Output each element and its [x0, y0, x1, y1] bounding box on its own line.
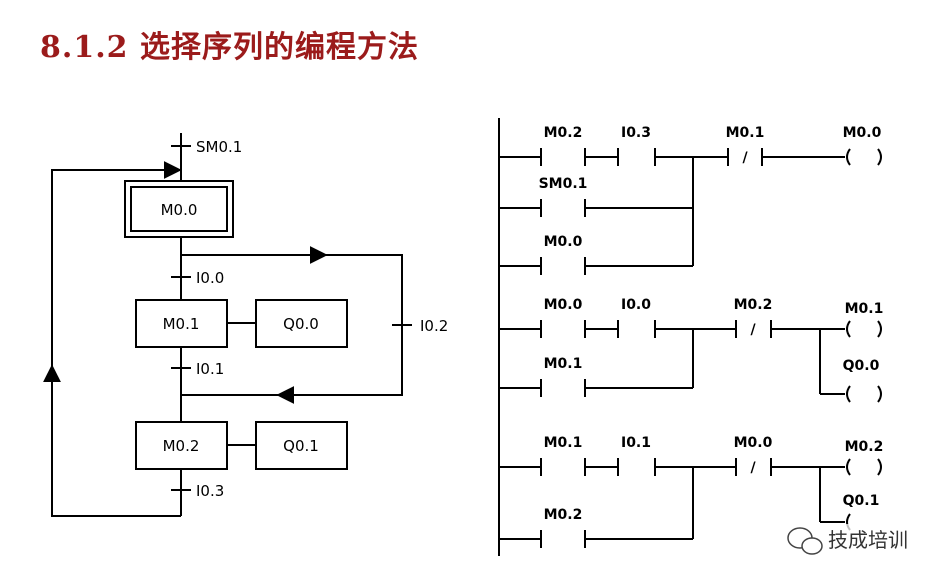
label-r2-m02: M0.2 — [734, 297, 773, 313]
sfc-label-m00: M0.0 — [161, 201, 198, 219]
label-r1-i03: I0.3 — [621, 125, 651, 141]
sfc-label-i02: I0.2 — [420, 317, 448, 335]
watermark: 技成培训 — [787, 524, 920, 555]
label-r3-i01: I0.1 — [621, 435, 651, 451]
watermark-text: 技成培训 — [828, 528, 908, 552]
sfc-label-i03: I0.3 — [196, 482, 224, 500]
page-title: 8.1.2 选择序列的编程方法 — [40, 30, 419, 65]
ladder-diagram — [498, 118, 882, 556]
nc-slash-r2: / — [750, 322, 756, 338]
label-r3-coil-q01: Q0.1 — [843, 493, 880, 509]
sfc-action-q00 — [255, 299, 348, 348]
sfc-action-q01 — [255, 421, 348, 470]
label-r3-m02: M0.2 — [544, 507, 583, 523]
nc-slash-r1: / — [742, 150, 748, 166]
label-r3-m00: M0.0 — [734, 435, 773, 451]
label-r2-m01: M0.1 — [544, 356, 583, 372]
sfc-labels: SM0.1 M0.0 I0.0 M0.1 Q0.0 I0.1 M0.2 Q0.1… — [161, 138, 449, 500]
sfc-label-q01: Q0.1 — [283, 437, 319, 455]
label-r1-sm01: SM0.1 — [539, 176, 588, 192]
nc-slash-r3: / — [750, 460, 756, 476]
label-r2-coil-q00: Q0.0 — [843, 358, 880, 374]
sfc-diagram — [43, 133, 412, 517]
label-r1-m02: M0.2 — [544, 125, 583, 141]
label-r2-i00: I0.0 — [621, 297, 651, 313]
coil-m00-left — [846, 148, 851, 166]
label-r3-coil-m02: M0.2 — [845, 439, 884, 455]
coil-m00-right — [877, 148, 882, 166]
sfc-label-i01: I0.1 — [196, 360, 224, 378]
sfc-label-q00: Q0.0 — [283, 315, 319, 333]
label-r1-coil-m00: M0.0 — [843, 125, 882, 141]
label-r1-m00: M0.0 — [544, 234, 583, 250]
wechat-icon — [787, 527, 823, 555]
sfc-initial-step-inner — [130, 186, 228, 232]
watermark-bg — [826, 524, 920, 554]
sfc-label-sm01: SM0.1 — [196, 138, 242, 156]
ladder-labels: M0.2 I0.3 M0.1 / M0.0 SM0.1 M0.0 M0.0 I0… — [539, 125, 884, 523]
label-r1-m01: M0.1 — [726, 125, 765, 141]
sfc-label-m02: M0.2 — [163, 437, 200, 455]
sfc-return-loop — [51, 161, 182, 517]
label-r2-m00: M0.0 — [544, 297, 583, 313]
sfc-initial-step-outer — [124, 180, 234, 238]
sfc-label-i00: I0.0 — [196, 269, 224, 287]
label-r2-coil-m01: M0.1 — [845, 301, 884, 317]
label-r3-m01: M0.1 — [544, 435, 583, 451]
sfc-label-m01: M0.1 — [163, 315, 200, 333]
